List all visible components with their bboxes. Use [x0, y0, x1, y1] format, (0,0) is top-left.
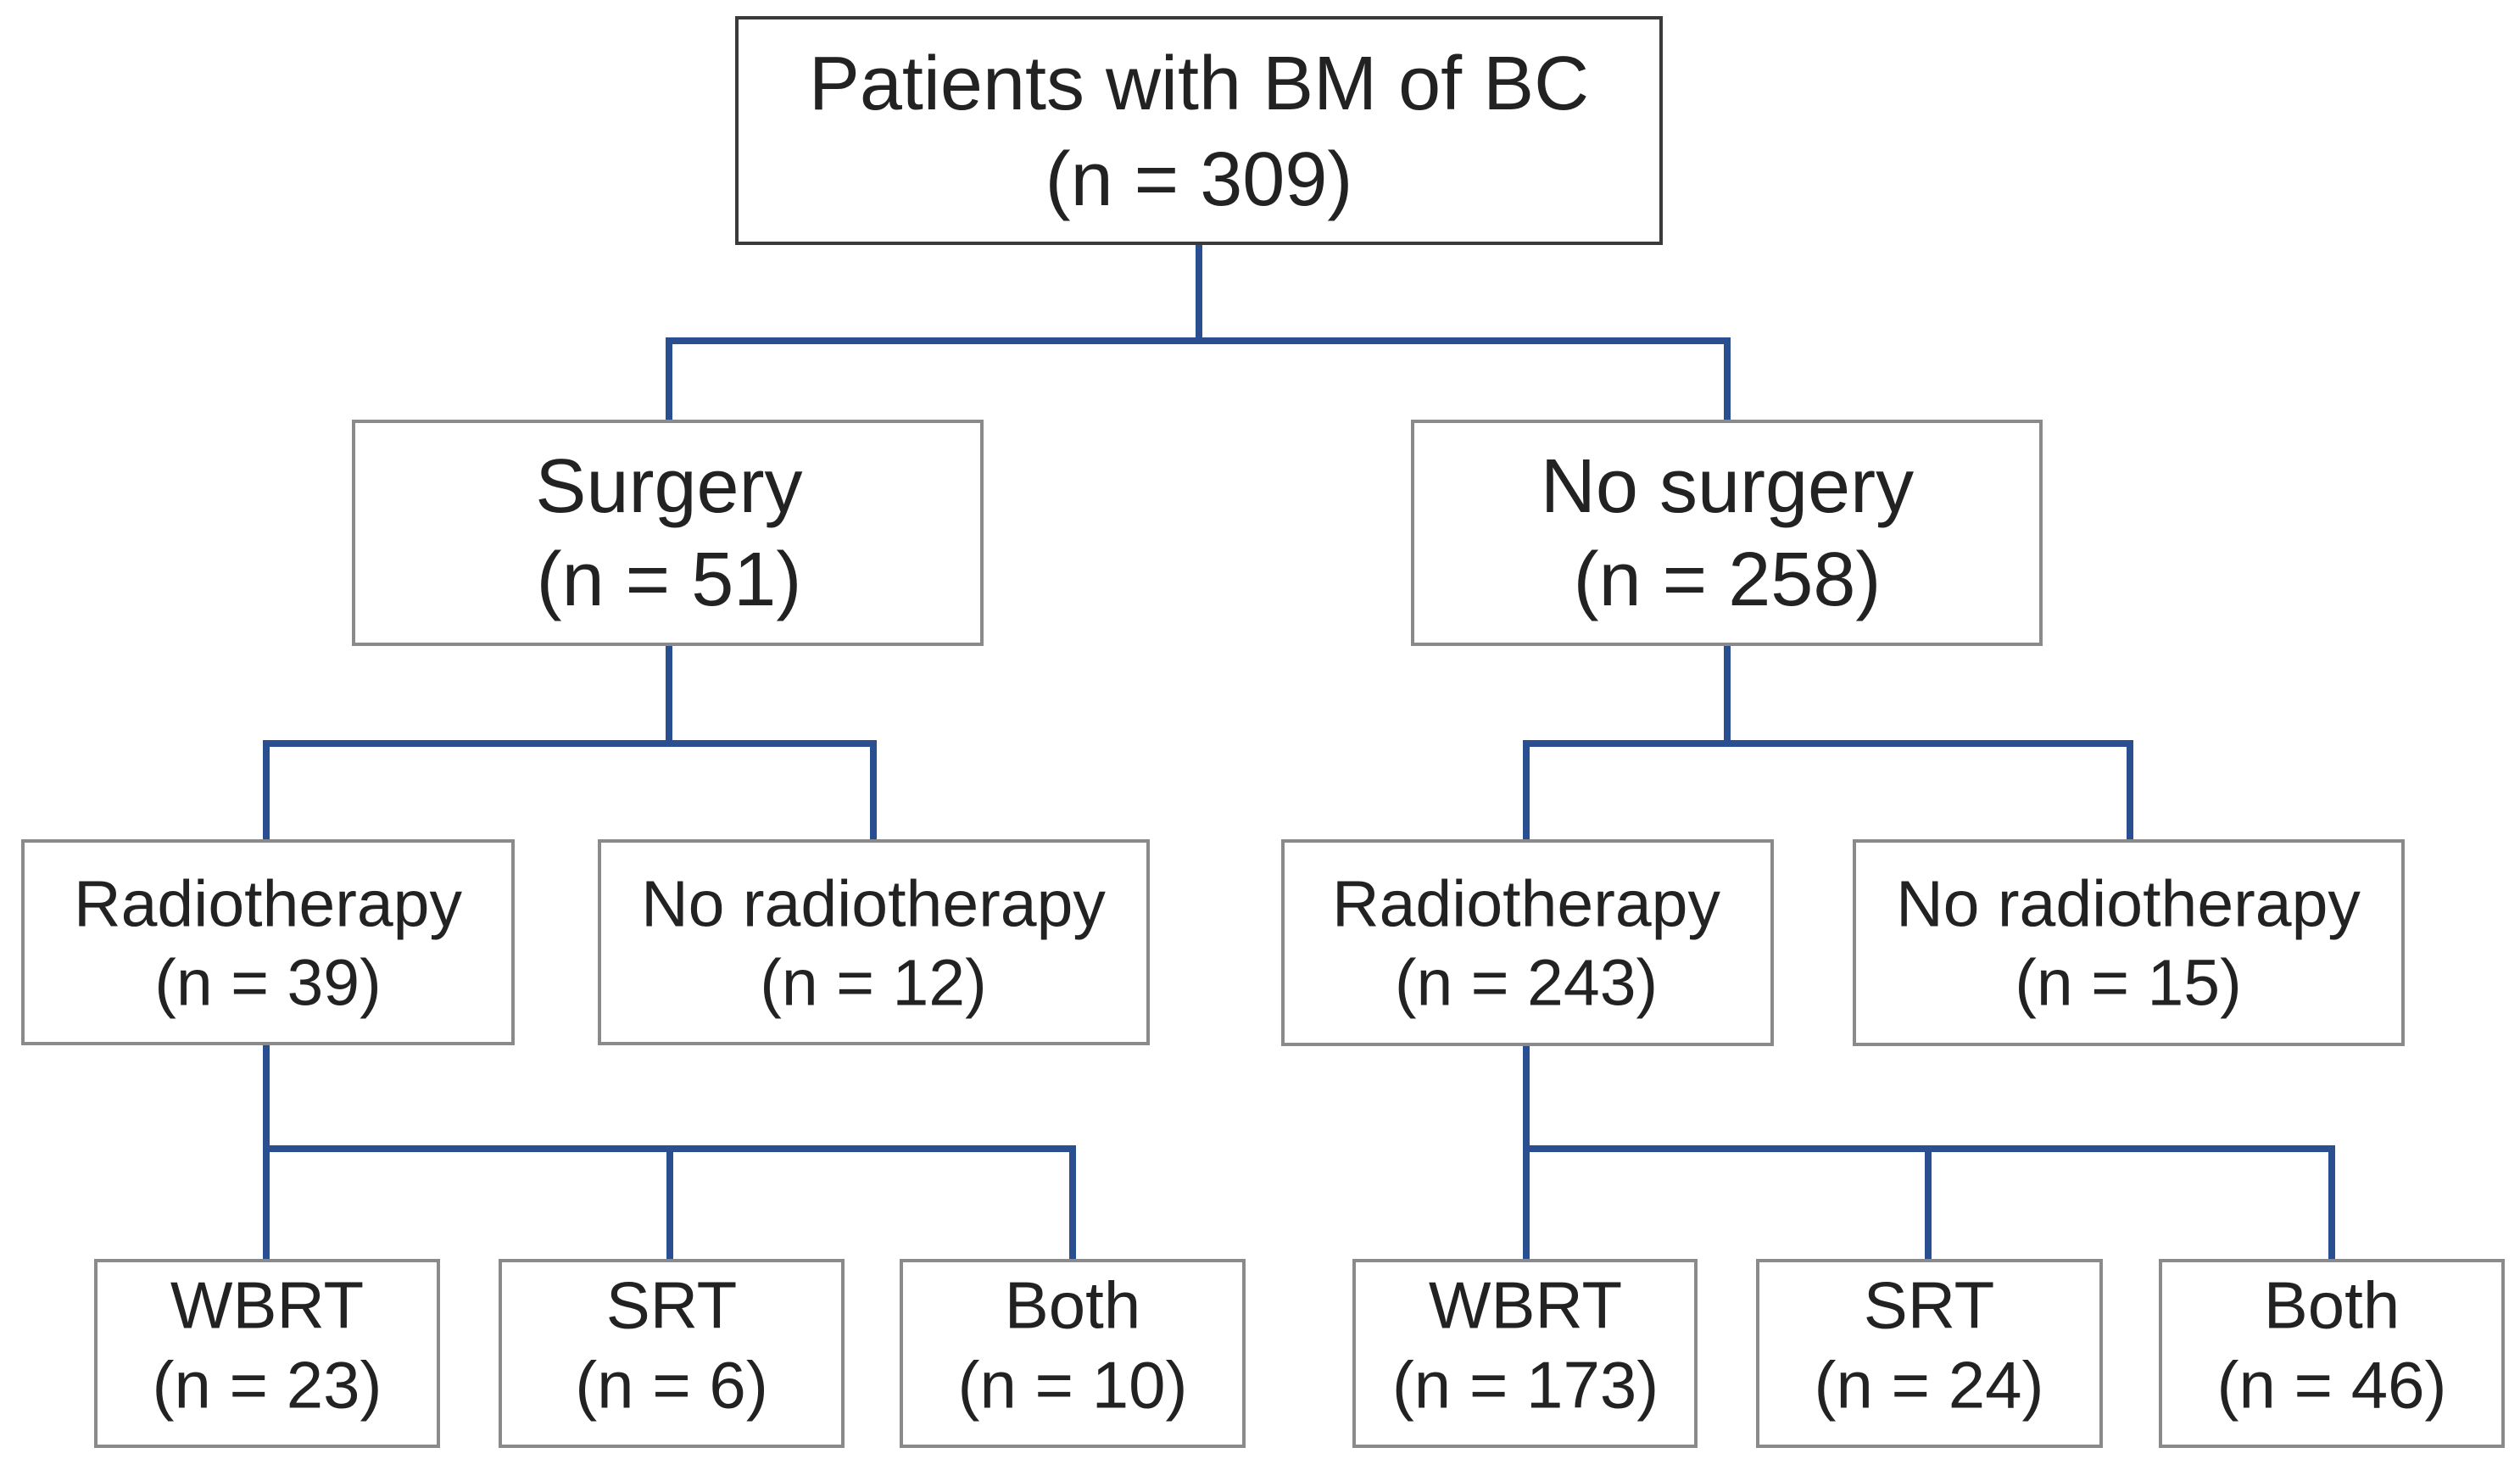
box-no-surgery-no-radiotherapy: No radiotherapy (n = 15) [1853, 839, 2405, 1046]
no-surgery-both-count: (n = 46) [2217, 1348, 2447, 1423]
connector-no-surgery-to-radiotherapy-split [1523, 643, 2133, 844]
surgery-count: (n = 51) [537, 537, 802, 622]
box-root-patients: Patients with BM of BC (n = 309) [735, 16, 1663, 245]
no-surgery-radiotherapy-label: Radiotherapy [1332, 867, 1721, 940]
connector-no-surgery-radiotherapy-to-modalities [1523, 1043, 2335, 1264]
box-no-surgery-wbrt: WBRT (n = 173) [1352, 1259, 1698, 1448]
box-no-surgery-both: Both (n = 46) [2159, 1259, 2505, 1448]
connector-lines [263, 242, 2335, 1264]
no-surgery-no-radiotherapy-label: No radiotherapy [1896, 867, 2361, 940]
box-surgery: Surgery (n = 51) [352, 420, 984, 646]
box-surgery-no-radiotherapy: No radiotherapy (n = 12) [598, 839, 1150, 1045]
surgery-srt-count: (n = 6) [575, 1348, 768, 1423]
box-surgery-radiotherapy: Radiotherapy (n = 39) [21, 839, 515, 1045]
box-no-surgery: No surgery (n = 258) [1411, 420, 2043, 646]
surgery-no-radiotherapy-count: (n = 12) [760, 946, 987, 1019]
surgery-label: Surgery [535, 444, 802, 529]
surgery-radiotherapy-label: Radiotherapy [74, 867, 463, 940]
surgery-both-count: (n = 10) [958, 1348, 1188, 1423]
surgery-radiotherapy-count: (n = 39) [154, 946, 382, 1019]
no-surgery-no-radiotherapy-count: (n = 15) [2015, 946, 2242, 1019]
surgery-srt-label: SRT [606, 1268, 738, 1343]
connector-surgery-radiotherapy-to-modalities [263, 1042, 1076, 1264]
root-label: Patients with BM of BC [809, 42, 1589, 126]
no-surgery-wbrt-count: (n = 173) [1392, 1348, 1659, 1423]
surgery-no-radiotherapy-label: No radiotherapy [641, 867, 1106, 940]
connector-root-to-level1 [666, 242, 1731, 425]
no-surgery-both-label: Both [2264, 1268, 2400, 1343]
no-surgery-srt-label: SRT [1864, 1268, 1995, 1343]
no-surgery-label: No surgery [1541, 444, 1914, 529]
box-surgery-both: Both (n = 10) [900, 1259, 1246, 1448]
surgery-wbrt-label: WBRT [170, 1268, 364, 1343]
no-surgery-wbrt-label: WBRT [1429, 1268, 1622, 1343]
no-surgery-radiotherapy-count: (n = 243) [1395, 946, 1658, 1019]
box-no-surgery-srt: SRT (n = 24) [1756, 1259, 2103, 1448]
box-surgery-wbrt: WBRT (n = 23) [94, 1259, 440, 1448]
surgery-both-label: Both [1005, 1268, 1140, 1343]
no-surgery-srt-count: (n = 24) [1815, 1348, 2044, 1423]
box-no-surgery-radiotherapy: Radiotherapy (n = 243) [1281, 839, 1774, 1046]
box-surgery-srt: SRT (n = 6) [499, 1259, 845, 1448]
no-surgery-count: (n = 258) [1574, 537, 1882, 622]
connector-surgery-to-radiotherapy-split [263, 643, 877, 844]
root-count: (n = 309) [1045, 137, 1353, 222]
surgery-wbrt-count: (n = 23) [153, 1348, 382, 1423]
